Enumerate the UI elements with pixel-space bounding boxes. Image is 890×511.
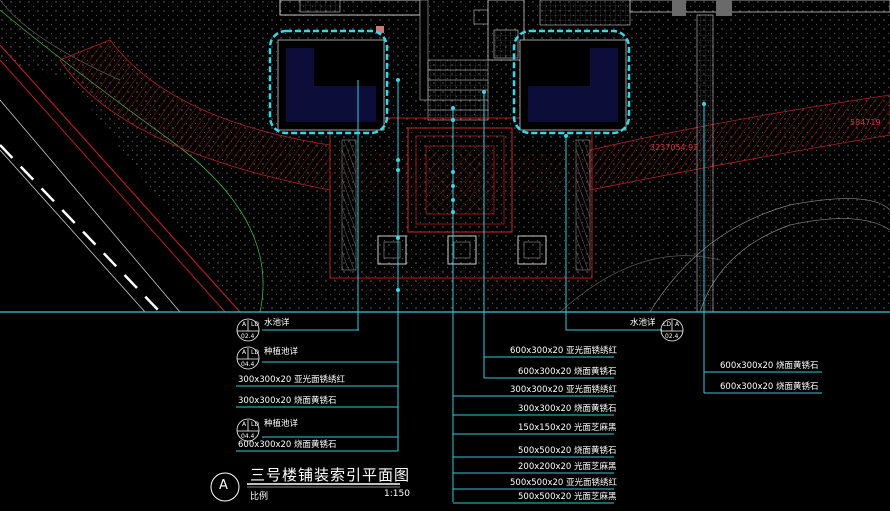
central-plaza bbox=[329, 117, 593, 292]
detail-tag-2-right: LD bbox=[251, 349, 259, 356]
callout-center-material-9: 500x500x20 光面芝麻黑 bbox=[518, 492, 617, 502]
detail-tag-3-right: LD bbox=[251, 421, 259, 428]
leader-dots bbox=[396, 78, 706, 292]
detail-tag-3-top: A bbox=[242, 421, 247, 428]
callout-left-material-3: 600x300x20 烧面黄锈石 bbox=[238, 440, 337, 450]
detail-tag-1-bottom: 02.4 bbox=[241, 333, 255, 340]
callout-center-material-6: 500x500x20 烧面黄锈石 bbox=[518, 446, 617, 456]
callout-center-material-1: 600x300x20 亚光面锈绣红 bbox=[510, 346, 618, 356]
detail-tag-4-top: LD bbox=[663, 321, 671, 328]
callout-left-material-1: 300x300x20 亚光面锈绣红 bbox=[238, 375, 346, 385]
title-marker bbox=[210, 472, 400, 502]
drawing-title: 三号楼铺装索引平面图 bbox=[250, 466, 411, 484]
callout-center-material-4: 300x300x20 烧面黄锈石 bbox=[518, 404, 617, 414]
detail-tag-1-top: A bbox=[242, 321, 247, 328]
detail-tag-4-right: A bbox=[675, 321, 680, 328]
callout-left-planter-detail[interactable]: 种植池详 bbox=[264, 347, 299, 357]
plan-dimension-2: 584719 bbox=[850, 118, 881, 127]
path-band-right bbox=[589, 94, 890, 191]
water-pool-left[interactable] bbox=[268, 29, 389, 135]
water-pool-right[interactable] bbox=[512, 29, 631, 135]
callout-center-material-3: 300x300x20 亚光面锈绣红 bbox=[510, 385, 618, 395]
plan-dimension-1: 3237054.92 bbox=[650, 143, 699, 152]
callout-right-material-1: 600x300x20 烧面黄锈石 bbox=[720, 361, 819, 371]
detail-tag-circles bbox=[236, 318, 684, 442]
scale-value: 1:150 bbox=[384, 489, 410, 499]
callout-right-pool-detail[interactable]: 水池详 bbox=[630, 318, 656, 328]
entrance-steps bbox=[427, 59, 489, 121]
callout-center-material-2: 600x300x20 烧面黄锈石 bbox=[518, 367, 617, 377]
callout-center-material-8: 500x500x20 亚光面锈绣红 bbox=[510, 478, 618, 488]
detail-tag-2-top: A bbox=[242, 349, 247, 356]
callout-left-pool-detail[interactable]: 水池详 bbox=[264, 318, 290, 328]
callout-left-planter-detail-2[interactable]: 种植池详 bbox=[264, 419, 299, 429]
detail-tag-4-bottom: 02.4 bbox=[665, 333, 679, 340]
title-marker-letter: A bbox=[219, 478, 229, 493]
callout-center-material-7: 200x200x20 光面芝麻黑 bbox=[518, 462, 617, 472]
detail-tag-1-right: LD bbox=[251, 321, 259, 328]
callout-left-material-2: 300x300x20 烧面黄锈石 bbox=[238, 396, 337, 406]
detail-tag-2-bottom: 04.4 bbox=[241, 361, 255, 368]
scale-label: 比例 bbox=[250, 492, 269, 502]
road bbox=[0, 0, 264, 313]
callout-right-material-2: 600x300x20 烧面黄锈石 bbox=[720, 382, 819, 392]
leader-lines bbox=[236, 80, 822, 504]
building-outline bbox=[279, 0, 890, 313]
detail-tag-3-bottom: 04.4 bbox=[241, 433, 255, 440]
callout-center-material-5: 150x150x20 光面芝麻黑 bbox=[518, 423, 617, 433]
